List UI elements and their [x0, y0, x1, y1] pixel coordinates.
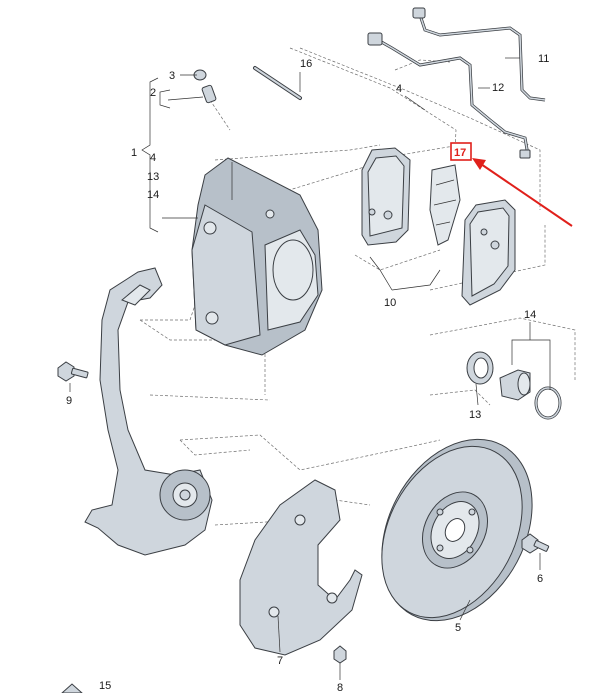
- bleed-screw: [193, 69, 217, 104]
- bolt-8: [333, 645, 347, 664]
- callout-4-group: 4: [150, 152, 156, 164]
- wear-sensor-12: [367, 32, 531, 159]
- brake-disc-5: [381, 438, 533, 622]
- callout-2: 2: [150, 87, 156, 99]
- callout-10: 10: [384, 297, 396, 309]
- callout-12: 12: [492, 82, 504, 94]
- bolt-6: [521, 533, 550, 554]
- guide-pin-16: [253, 66, 302, 100]
- splash-shield-7: [239, 479, 363, 656]
- assembly-guide-lines: [139, 47, 576, 526]
- callout-16: 16: [300, 58, 312, 70]
- pad-retaining-spring-17: [429, 164, 461, 246]
- callout-5: 5: [455, 622, 461, 634]
- highlight-arrow: [472, 158, 573, 227]
- callout-9: 9: [66, 395, 72, 407]
- part-15-partial: [61, 683, 83, 693]
- callout-17: 17: [454, 147, 466, 159]
- steering-knuckle: [84, 267, 213, 556]
- callout-1: 1: [131, 147, 137, 159]
- bolt-9: [57, 361, 89, 382]
- wear-sensor-11: [412, 7, 546, 102]
- wheel-bearing-14: [499, 369, 531, 401]
- callout-14-group: 14: [147, 189, 159, 201]
- callout-6: 6: [537, 573, 543, 585]
- group-bracket-1: [141, 77, 171, 233]
- callout-13: 13: [469, 409, 481, 421]
- callout-4: 4: [396, 83, 402, 95]
- brake-pad-inner: [361, 147, 411, 246]
- callout-11: 11: [538, 53, 549, 65]
- leader-lines: [69, 57, 551, 680]
- callout-17-box: [450, 142, 472, 161]
- callout-13-group: 13: [147, 171, 159, 183]
- brake-pad-outer: [461, 199, 516, 306]
- bearing-seal-13: [466, 351, 494, 385]
- callout-15: 15: [99, 680, 111, 692]
- brake-caliper: [191, 157, 323, 356]
- callouts: 1 2 3 4 13 14 16 4 11 12 17 10 14 13 9 6…: [66, 53, 549, 693]
- callout-3: 3: [169, 70, 175, 82]
- circlip-14: [534, 386, 562, 420]
- callout-7: 7: [277, 655, 283, 667]
- callout-14: 14: [524, 309, 536, 321]
- callout-8: 8: [337, 682, 343, 693]
